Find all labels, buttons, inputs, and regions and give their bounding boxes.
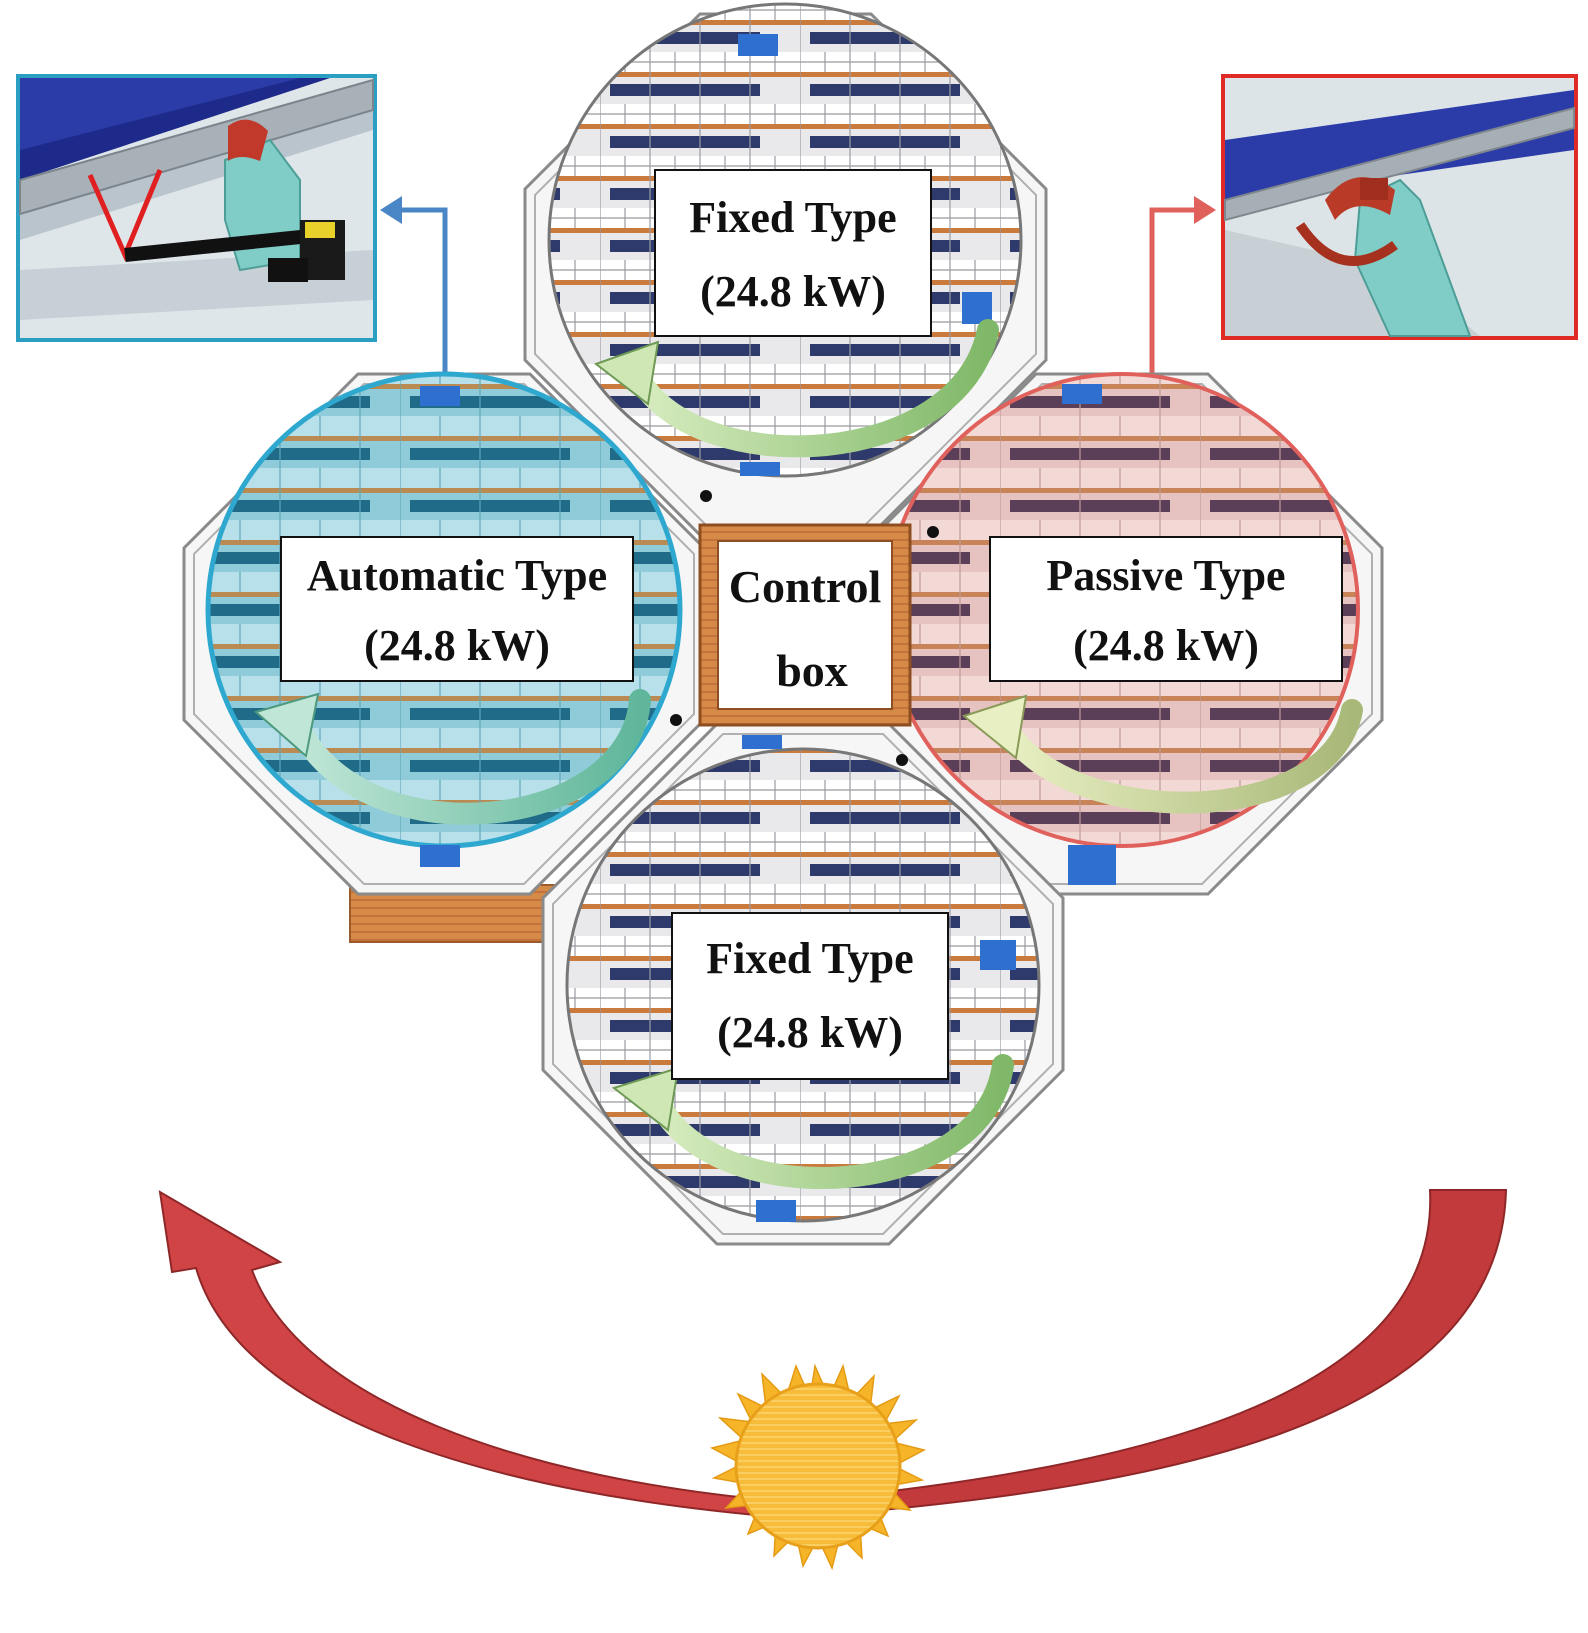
label-top-fixed: Fixed Type (24.8 kW) <box>654 169 932 337</box>
passive-power: (24.8 kW) <box>1073 621 1259 670</box>
top-fixed-title: Fixed Type <box>689 193 896 242</box>
automatic-pointer-arrow <box>380 196 448 400</box>
label-passive: Passive Type (24.8 kW) <box>989 536 1343 682</box>
passive-pointer-arrow <box>1149 196 1216 400</box>
automatic-detail-inset <box>16 74 377 342</box>
control-box-line2: box <box>776 645 848 696</box>
label-bottom-fixed: Fixed Type (24.8 kW) <box>671 912 949 1080</box>
control-box-line1: Control <box>729 561 882 612</box>
rotation-arrow-bottom <box>611 1054 1014 1189</box>
rotation-arrow-passive <box>961 694 1363 814</box>
bottom-fixed-power: (24.8 kW) <box>717 1008 903 1057</box>
label-automatic: Automatic Type (24.8 kW) <box>280 536 634 682</box>
automatic-power: (24.8 kW) <box>364 621 550 670</box>
passive-title: Passive Type <box>1046 551 1285 600</box>
pivot-points <box>670 490 939 766</box>
bottom-fixed-title: Fixed Type <box>706 934 913 983</box>
rotation-arrow-top <box>593 319 999 458</box>
label-control-box: Control box <box>729 561 882 696</box>
sun-icon <box>709 1363 927 1571</box>
automatic-title: Automatic Type <box>307 551 607 600</box>
passive-detail-inset <box>1221 74 1578 340</box>
rotation-arrow-automatic <box>253 689 651 825</box>
control-box <box>698 523 912 727</box>
top-fixed-power: (24.8 kW) <box>700 267 886 316</box>
